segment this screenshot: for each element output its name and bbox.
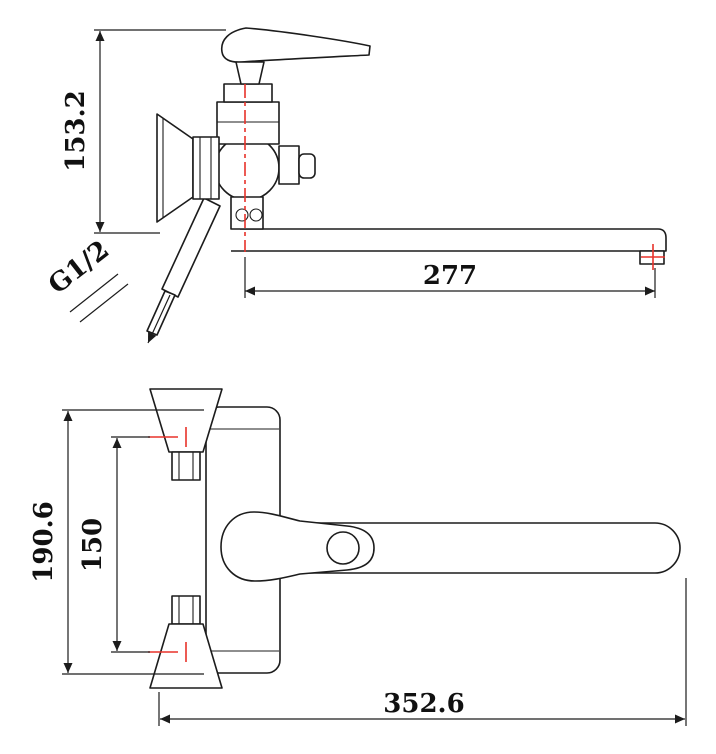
spout-front: [277, 522, 681, 574]
mounting-nut: [192, 136, 220, 200]
thread-callout-line: [79, 283, 129, 323]
thread-label: G1/2: [43, 235, 115, 300]
handle-front: [220, 511, 375, 582]
side-view-dimensions: 153.2 277 G1/2: [43, 29, 656, 344]
handle-lever: [220, 27, 371, 63]
upper-housing: [223, 83, 273, 103]
handle-cap: [235, 61, 265, 85]
thread-callout-line: [69, 273, 119, 313]
nut-top: [171, 451, 201, 481]
dim-label-height: 153.2: [61, 90, 91, 171]
side-view: [146, 27, 667, 336]
handle-screw-cap: [326, 531, 360, 565]
front-view-dimensions: 190.6 150 352.6: [29, 409, 687, 726]
dim-label-overall-height: 190.6: [29, 501, 59, 582]
wall-escutcheon-cone: [156, 113, 194, 223]
hose-thread-nipple: [146, 290, 176, 336]
dim-label-mount-spacing: 150: [78, 518, 108, 572]
side-view-centerlines: [244, 84, 665, 270]
front-view: [149, 388, 681, 689]
spout-neck: [230, 196, 264, 230]
junction-detail-circle: [235, 208, 249, 222]
nut-bottom: [171, 595, 201, 625]
diverter-knob: [298, 153, 316, 179]
junction-detail-circle: [249, 208, 263, 222]
front-view-centerlines: [148, 427, 187, 662]
thread-axis-arrow: [147, 294, 171, 344]
dim-label-spout-reach: 277: [423, 261, 477, 291]
valve-body-ball: [214, 135, 280, 201]
dim-label-overall-length: 352.6: [383, 689, 464, 719]
cartridge-housing: [216, 101, 280, 145]
shower-hose: [161, 197, 221, 298]
spout-outline: [231, 228, 667, 252]
diverter-housing: [278, 145, 300, 185]
